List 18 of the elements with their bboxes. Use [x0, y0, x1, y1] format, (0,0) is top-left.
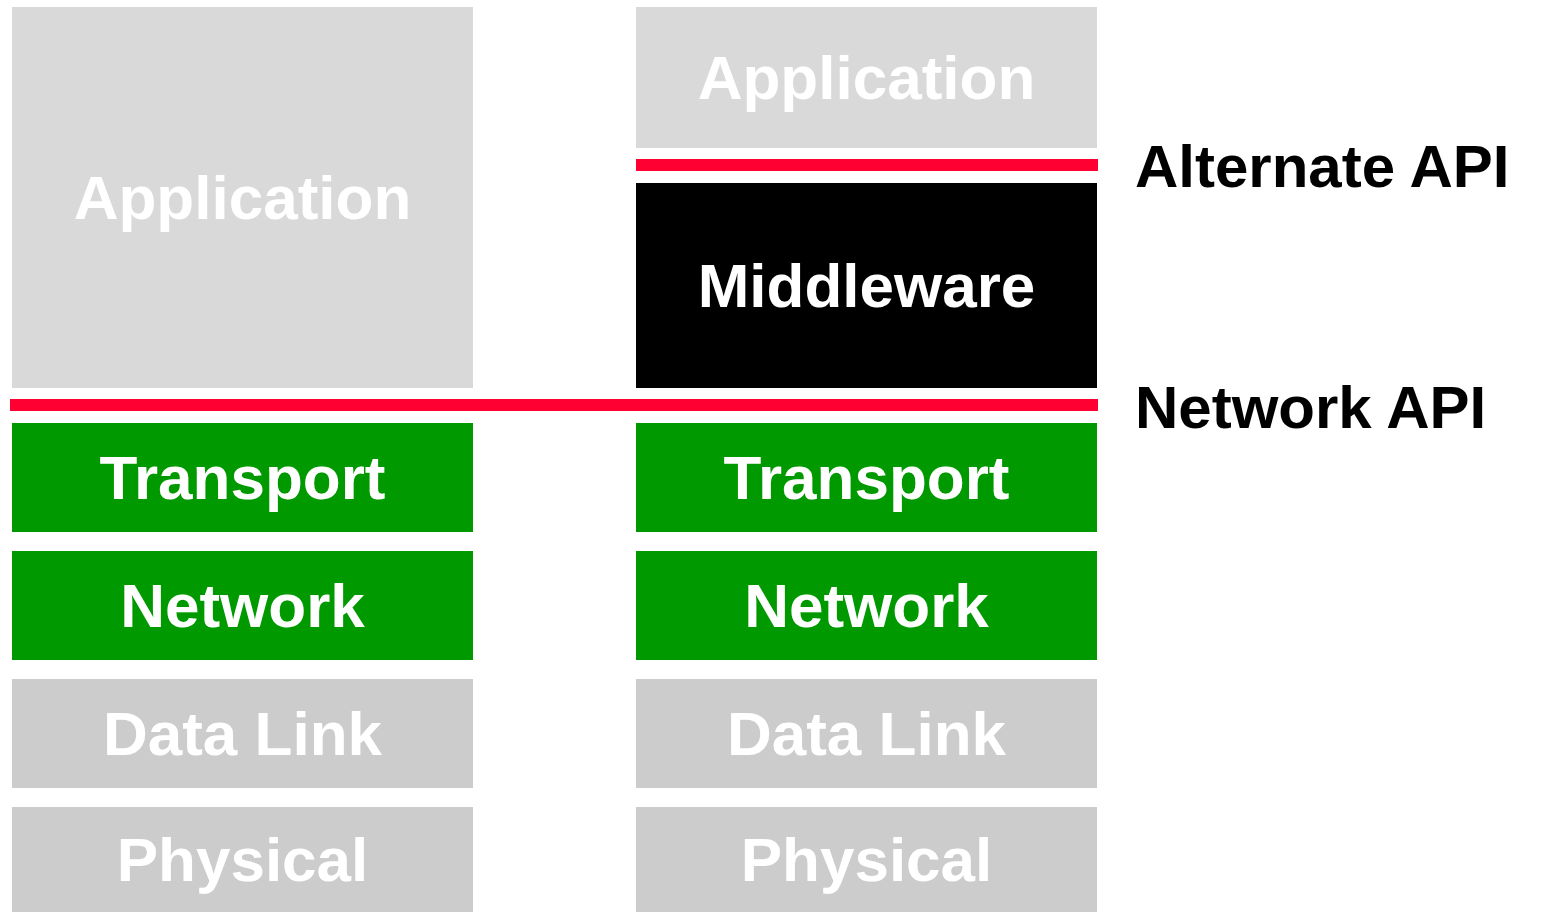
application-layer	[12, 7, 473, 388]
layer-label: Middleware	[697, 250, 1036, 321]
api-label: Network API	[1135, 378, 1487, 438]
api-label: Alternate API	[1135, 137, 1510, 197]
layer-label: Transport	[99, 442, 386, 513]
application-layer	[636, 7, 1097, 148]
physical-layer	[12, 807, 473, 912]
middleware-layer	[636, 183, 1097, 388]
physical-layer	[636, 807, 1097, 912]
network-layer	[636, 551, 1097, 660]
layer-label: Transport	[723, 442, 1010, 513]
transport-layer	[636, 423, 1097, 532]
layer-label: Network	[744, 570, 989, 641]
data-link-layer	[12, 679, 473, 788]
data-link-layer	[636, 679, 1097, 788]
layer-label: Network	[120, 570, 365, 641]
network-layer	[12, 551, 473, 660]
transport-layer	[12, 423, 473, 532]
